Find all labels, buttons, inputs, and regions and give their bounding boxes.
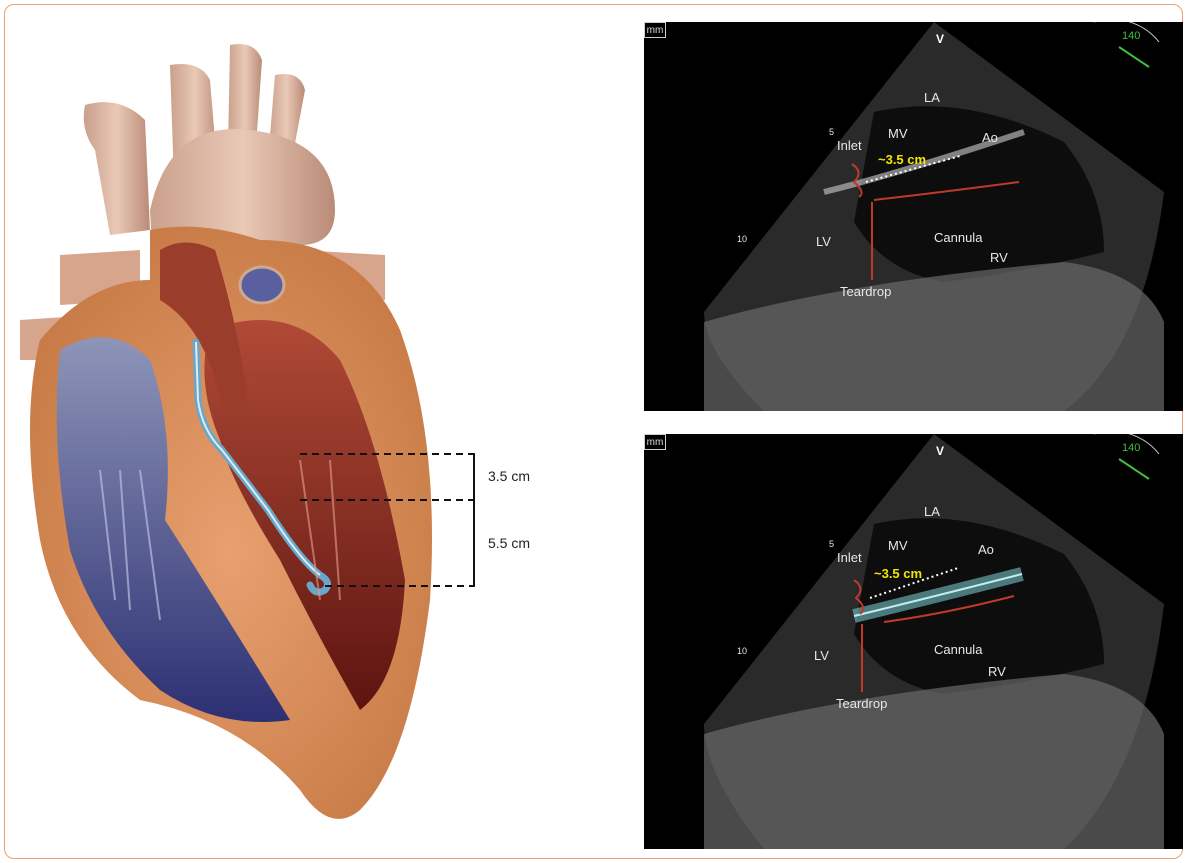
echo-panel-bottom: mm V 140 5 10 LA MV Ao Inlet ~3.5 cm LV … — [644, 434, 1183, 849]
heart-illustration — [0, 0, 600, 863]
measurement-label: ~3.5 cm — [878, 152, 926, 167]
mm-label: mm — [644, 434, 666, 450]
probe-marker: V — [936, 444, 944, 458]
label-cannula: Cannula — [934, 230, 982, 245]
depth-5: 5 — [829, 127, 834, 137]
label-teardrop: Teardrop — [836, 696, 887, 711]
label-la: LA — [924, 504, 940, 519]
scale-label-bottom: 5.5 cm — [488, 535, 530, 551]
depth-10: 10 — [737, 234, 747, 244]
angle-readout: 140 — [1122, 30, 1140, 42]
label-rv: RV — [990, 250, 1008, 265]
length-scale — [300, 440, 560, 600]
label-lv: LV — [814, 648, 829, 663]
depth-5: 5 — [829, 539, 834, 549]
label-cannula: Cannula — [934, 642, 982, 657]
label-ao: Ao — [978, 542, 994, 557]
scale-label-top: 3.5 cm — [488, 468, 530, 484]
svc-vessel — [84, 102, 150, 235]
echo-panel-top: mm V 140 5 10 LA MV Ao Inlet ~3.5 cm LV … — [644, 22, 1183, 411]
label-la: LA — [924, 90, 940, 105]
label-ao: Ao — [982, 130, 998, 145]
measurement-label: ~3.5 cm — [874, 566, 922, 581]
depth-10: 10 — [737, 646, 747, 656]
mm-label: mm — [644, 22, 666, 38]
label-lv: LV — [816, 234, 831, 249]
label-teardrop: Teardrop — [840, 284, 891, 299]
label-inlet: Inlet — [837, 550, 862, 565]
probe-marker: V — [936, 32, 944, 46]
angle-readout: 140 — [1122, 442, 1140, 454]
label-inlet: Inlet — [837, 138, 862, 153]
label-mv: MV — [888, 126, 908, 141]
label-rv: RV — [988, 664, 1006, 679]
label-mv: MV — [888, 538, 908, 553]
